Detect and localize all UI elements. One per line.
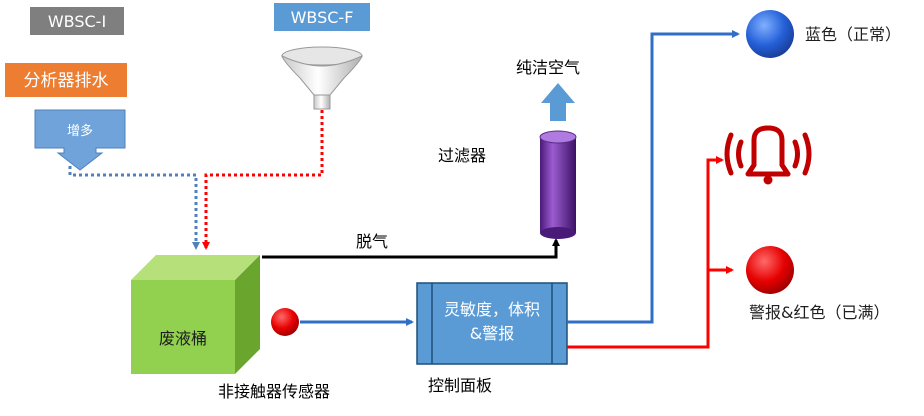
panel-line2: &警报 — [470, 324, 514, 343]
red-status-ball — [746, 246, 794, 294]
increase-label: 增多 — [67, 123, 93, 139]
sensor-label: 非接触器传感器 — [218, 382, 330, 401]
wbsc-f-label: WBSC-F — [291, 8, 354, 27]
clean-air-arrow — [541, 83, 575, 121]
wave-icon — [724, 132, 812, 176]
filter-label: 过滤器 — [438, 146, 486, 165]
control-panel-label: 控制面板 — [428, 376, 492, 395]
waste-bucket-label: 废液桶 — [159, 329, 207, 348]
wbsc-i-label: WBSC-I — [48, 12, 106, 31]
degas-line — [262, 238, 560, 259]
increase-arrow-block: 增多 — [34, 109, 126, 171]
control-panel: 灵敏度，体积 &警报 — [416, 282, 568, 365]
analyzer-drain-box: 分析器排水 — [5, 63, 127, 97]
filter-cylinder — [539, 130, 577, 239]
waste-bucket: 废液桶 — [131, 255, 260, 374]
bell-icon — [745, 125, 791, 185]
red-status-label: 警报&红色（已满） — [749, 303, 889, 322]
funnel-flow-line — [202, 110, 324, 250]
clean-air-label: 纯洁空气 — [516, 58, 580, 77]
blue-status-ball — [746, 10, 794, 58]
blue-status-label: 蓝色（正常） — [805, 25, 901, 44]
analyzer-drain-label: 分析器排水 — [24, 71, 109, 91]
alarm-signal-line — [567, 156, 724, 349]
normal-signal-line — [567, 30, 740, 324]
degas-label: 脱气 — [356, 232, 388, 251]
drain-flow-line — [68, 166, 200, 250]
panel-line1: 灵敏度，体积 — [444, 300, 540, 319]
sensor-dot — [271, 308, 299, 336]
wbsc-i-box: WBSC-I — [30, 7, 124, 35]
funnel-icon — [281, 46, 363, 110]
wbsc-f-box: WBSC-F — [274, 3, 370, 31]
